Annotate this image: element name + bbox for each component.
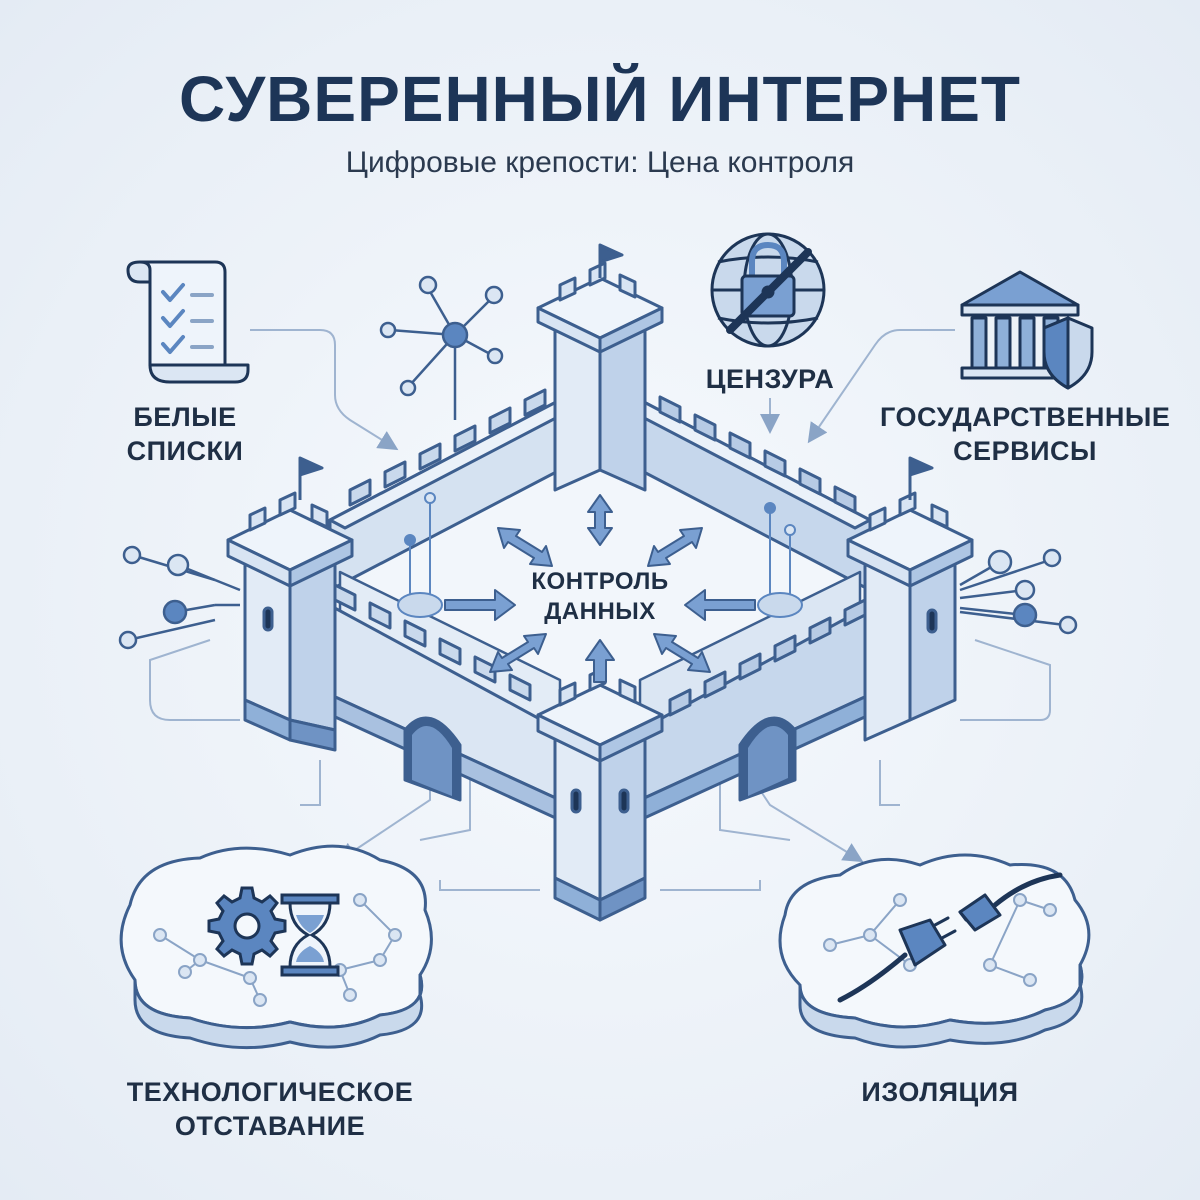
tower-right xyxy=(846,456,974,742)
tower-front xyxy=(536,666,664,922)
isolation-cloud xyxy=(778,853,1091,1049)
whitelists-label-line1: БЕЛЫЕ xyxy=(133,402,237,432)
page-title: СУВЕРЕННЫЙ ИНТЕРНЕТ xyxy=(178,63,1022,135)
gov-services-label-line2: СЕРВИСЫ xyxy=(953,436,1097,466)
crossed-lock-globe-icon xyxy=(710,232,826,348)
unplugged-cable-icon xyxy=(837,872,1063,1003)
hourglass-icon xyxy=(280,893,340,977)
data-control-label-line1: КОНТРОЛЬ xyxy=(531,568,669,595)
isolation-label: ИЗОЛЯЦИЯ xyxy=(861,1077,1019,1107)
government-building-shield-icon xyxy=(960,270,1094,390)
data-control-arrows xyxy=(444,494,756,683)
gov-services-label-line1: ГОСУДАРСТВЕННЫЕ xyxy=(880,402,1171,432)
network-nodes-right xyxy=(959,548,1078,635)
network-nodes-top xyxy=(379,275,504,420)
tech-lag-label-line1: ТЕХНОЛОГИЧЕСКОЕ xyxy=(126,1077,414,1107)
tech-lag-label: ТЕХНОЛОГИЧЕСКОЕ ОТСТАВАНИЕ xyxy=(120,1075,420,1143)
tech-lag-cloud xyxy=(119,844,433,1050)
censorship-label: ЦЕНЗУРА xyxy=(705,364,835,394)
gear-icon xyxy=(207,886,287,966)
data-control-label-line2: ДАННЫХ xyxy=(544,598,656,625)
network-nodes-left xyxy=(118,545,241,650)
connector-lines xyxy=(149,329,1051,891)
page-subtitle: Цифровые крепости: Цена контроля xyxy=(345,146,855,179)
whitelists-label-line2: СПИСКИ xyxy=(126,436,244,466)
checklist-scroll-icon xyxy=(126,260,250,384)
data-streams xyxy=(397,492,803,618)
tech-lag-label-line2: ОТСТАВАНИЕ xyxy=(174,1111,366,1141)
data-control-label: КОНТРОЛЬ ДАННЫХ xyxy=(500,567,700,627)
tower-back xyxy=(536,243,664,492)
gov-services-label: ГОСУДАРСТВЕННЫЕ СЕРВИСЫ xyxy=(880,400,1170,468)
fortress-icon xyxy=(226,243,974,922)
whitelists-label: БЕЛЫЕ СПИСКИ xyxy=(95,400,275,468)
tower-left xyxy=(226,456,354,752)
